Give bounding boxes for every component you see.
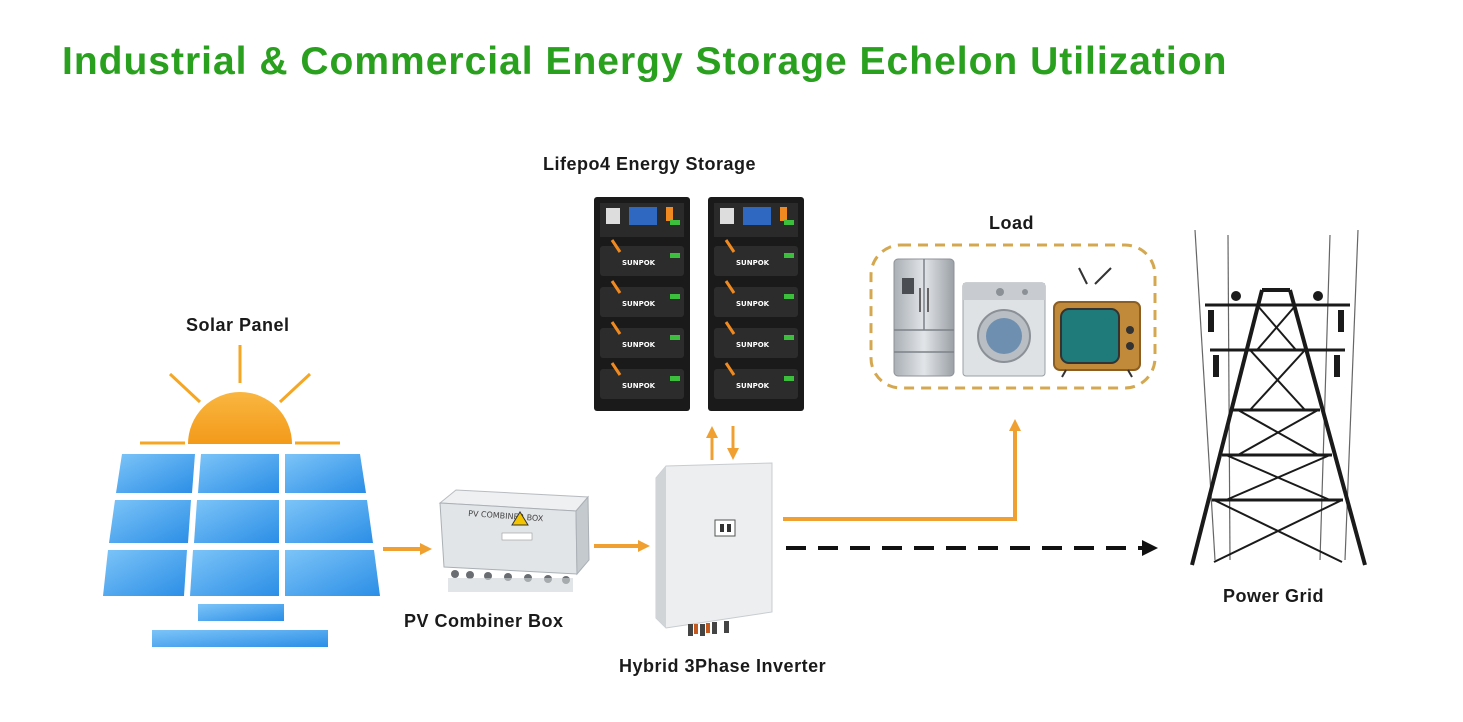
battery-brand: SUNPOK xyxy=(736,382,770,390)
refrigerator-icon xyxy=(893,258,955,377)
battery-brand: SUNPOK xyxy=(622,341,656,349)
battery-stack-2: SUNPOK SUNPOK SUNPOK SUNPOK xyxy=(708,197,804,411)
battery-brand: SUNPOK xyxy=(622,259,656,267)
power-tower-icon xyxy=(1190,229,1367,566)
battery-stack-1: SUNPOK SUNPOK SUNPOK SUNPOK xyxy=(594,197,690,411)
solar-panel-icon xyxy=(103,345,380,647)
washing-machine-icon xyxy=(962,282,1046,377)
battery-brand: SUNPOK xyxy=(736,300,770,308)
solar-panel-label: Solar Panel xyxy=(186,315,290,335)
battery-brand: SUNPOK xyxy=(736,259,770,267)
combiner-box-label: PV Combiner Box xyxy=(404,611,564,631)
battery-brand: SUNPOK xyxy=(622,300,656,308)
load-group xyxy=(869,243,1157,390)
inverter-icon xyxy=(655,462,773,636)
panel-cells xyxy=(103,454,380,647)
arrow-inverter-to-load xyxy=(783,419,1021,521)
sun-icon xyxy=(140,345,340,445)
storage-label: Lifepo4 Energy Storage xyxy=(543,154,757,174)
battery-brand: SUNPOK xyxy=(736,341,770,349)
page-title: Industrial & Commercial Energy Storage E… xyxy=(62,40,1228,83)
inverter-label: Hybrid 3Phase Inverter xyxy=(619,656,827,676)
battery-brand: SUNPOK xyxy=(622,382,656,390)
power-grid-label: Power Grid xyxy=(1223,586,1325,606)
tv-icon xyxy=(1053,267,1141,378)
combiner-box-icon: PV COMBINER BOX xyxy=(438,489,590,592)
load-label: Load xyxy=(989,213,1034,233)
